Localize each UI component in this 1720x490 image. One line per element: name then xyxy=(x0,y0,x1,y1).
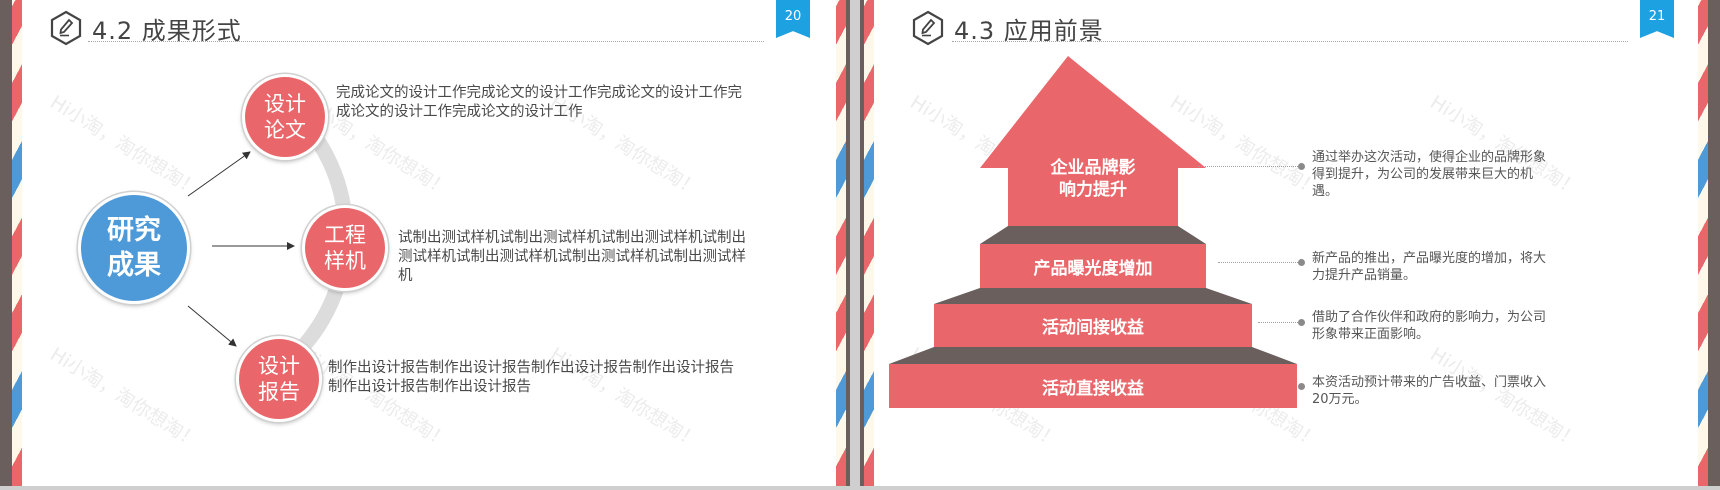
node-label: 论文 xyxy=(264,118,306,142)
page-number-badge: 21 xyxy=(1640,0,1674,38)
node-label: 成果 xyxy=(107,250,161,281)
node-label: 设计 xyxy=(264,92,306,116)
note-direct-revenue: 本资活动预计带来的广告收益、门票收入20万元。 xyxy=(1312,375,1547,407)
leader-dot xyxy=(1298,319,1305,326)
step-brand-influence: 企业品牌影 响力提升 xyxy=(990,153,1196,205)
pencil-hexagon-icon xyxy=(912,10,944,46)
staircase-graphics xyxy=(889,56,1297,364)
airmail-stripe-left xyxy=(864,0,874,486)
leader-line xyxy=(1198,166,1300,167)
slide-gap xyxy=(850,0,860,486)
airmail-stripe-right xyxy=(836,0,846,486)
slide-header: 4.3 应用前景 xyxy=(910,8,1104,48)
border-dark-strip xyxy=(1708,0,1720,486)
step-label: 响力提升 xyxy=(1059,180,1127,200)
leader-dot xyxy=(1298,383,1305,390)
slide-title: 4.3 应用前景 xyxy=(954,16,1104,45)
slide-header: 4.2 成果形式 xyxy=(48,8,242,48)
step-indirect-revenue: 活动间接收益 xyxy=(934,304,1252,347)
prototype-description: 试制出测试样机试制出测试样机试制出测试样机试制出测试样机试制出测试样机试制出测试… xyxy=(398,230,746,284)
leader-dot xyxy=(1298,163,1305,170)
border-dark-strip xyxy=(0,0,12,486)
growth-arrow xyxy=(980,56,1206,226)
title-divider xyxy=(952,41,1628,42)
note-brand-influence: 通过举办这次活动，使得企业的品牌形象得到提升，为公司的发展带来巨大的机遇。 xyxy=(1312,150,1547,199)
pencil-hexagon-icon xyxy=(50,10,82,46)
border-dark-strip xyxy=(846,0,850,486)
leader-dot xyxy=(1298,259,1305,266)
page-number-badge: 20 xyxy=(776,0,810,38)
slide-20: Hi小淘，淘你想淘！ Hi小淘，淘你想淘！ Hi小淘，淘你想淘！ Hi小淘，淘你… xyxy=(0,0,850,486)
step-product-exposure: 产品曝光度增加 xyxy=(980,244,1206,288)
prototype-node: 工程 样机 xyxy=(302,205,388,291)
note-indirect-revenue: 借助了合作伙伴和政府的影响力，为公司形象带来正面影响。 xyxy=(1312,310,1547,342)
design-report-node: 设计 报告 xyxy=(236,336,322,422)
node-label: 设计 xyxy=(258,354,300,378)
airmail-stripe-left xyxy=(12,0,22,486)
slide-title: 4.2 成果形式 xyxy=(92,16,242,45)
border-dark-strip xyxy=(860,0,864,486)
node-label: 研究 xyxy=(107,215,161,246)
leader-line xyxy=(1218,262,1300,263)
design-report-description: 制作出设计报告制作出设计报告制作出设计报告制作出设计报告制作出设计报告制作出设计… xyxy=(328,360,734,395)
airmail-stripe-right xyxy=(1698,0,1708,486)
note-product-exposure: 新产品的推出，产品曝光度的增加，将大力提升产品销量。 xyxy=(1312,251,1547,283)
step-direct-revenue: 活动直接收益 xyxy=(889,364,1297,408)
design-thesis-node: 设计 论文 xyxy=(242,74,328,160)
node-label: 报告 xyxy=(258,380,300,404)
bottom-bar xyxy=(0,486,1720,490)
research-results-node: 研究 成果 xyxy=(78,192,190,304)
node-label: 样机 xyxy=(324,249,366,273)
step-label: 企业品牌影 xyxy=(1050,158,1136,178)
node-label: 工程 xyxy=(324,223,366,247)
title-divider xyxy=(88,41,764,42)
slide-21: Hi小淘，淘你想淘！ Hi小淘，淘你想淘！ Hi小淘，淘你想淘！ Hi小淘，淘你… xyxy=(860,0,1720,486)
leader-line xyxy=(1258,322,1300,323)
design-thesis-description: 完成论文的设计工作完成论文的设计工作完成论文的设计工作完成论文的设计工作完成论文… xyxy=(336,85,742,120)
